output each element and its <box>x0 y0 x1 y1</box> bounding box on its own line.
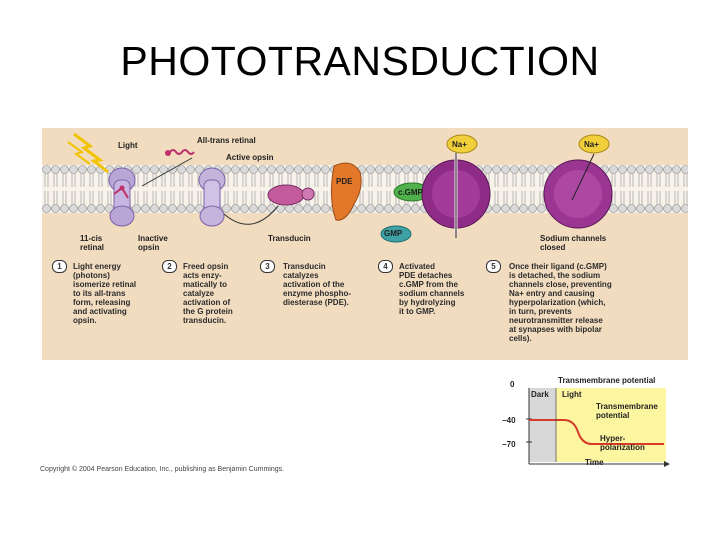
graph-dark-label: Dark <box>531 390 549 399</box>
transducin-protein <box>267 184 315 206</box>
label-transducin: Transducin <box>268 234 311 243</box>
graph-hyper-label: Hyper- polarization <box>600 434 645 452</box>
step-5-number: 5 <box>486 260 501 273</box>
label-na-right: Na+ <box>584 140 599 149</box>
step-1-number: 1 <box>52 260 67 273</box>
label-active-opsin: Active opsin <box>226 153 274 162</box>
step-3-number: 3 <box>260 260 275 273</box>
label-sodium-channels-closed: Sodium channels closed <box>540 234 607 252</box>
label-na-left: Na+ <box>452 140 467 149</box>
label-inactive-opsin: Inactive opsin <box>138 234 168 252</box>
sodium-ion-right <box>578 134 610 154</box>
graph-curve-label: Transmembrane potential <box>596 402 658 420</box>
graph-title: Transmembrane potential <box>558 376 656 385</box>
step-2-text: Freed opsin acts enzy- matically to cata… <box>183 262 233 325</box>
step-1-text: Light energy (photons) isomerize retinal… <box>73 262 137 325</box>
gmp-molecule <box>380 225 412 243</box>
copyright-text: Copyright © 2004 Pearson Education, Inc.… <box>40 466 285 473</box>
label-light: Light <box>118 141 138 150</box>
sodium-channel-closed <box>543 159 613 229</box>
active-opsin-protein <box>198 167 226 227</box>
label-pde: PDE <box>336 177 353 186</box>
inactive-opsin-protein <box>108 167 136 227</box>
transmembrane-potential-graph <box>526 388 670 467</box>
label-11-cis-retinal: 11-cis retinal <box>80 234 105 252</box>
label-cgmp: c.GMP <box>398 188 423 197</box>
step-4-text: Activated PDE detaches c.GMP from the so… <box>399 262 465 316</box>
step-4-number: 4 <box>378 260 393 273</box>
step-3-text: Transducin catalyzes activation of the e… <box>283 262 352 307</box>
sodium-ion-left <box>446 134 478 154</box>
step-5-text: Once their ligand (c.GMP) is detached, t… <box>509 262 612 343</box>
phototransduction-illustration <box>67 132 613 243</box>
graph-light-label: Light <box>562 390 582 399</box>
graph-ytick-70: −70 <box>502 440 516 449</box>
label-all-trans-retinal: All-trans retinal <box>197 136 256 145</box>
pde-enzyme <box>330 162 362 221</box>
label-gmp: GMP <box>384 229 403 238</box>
graph-x-label: Time <box>585 458 604 467</box>
page-title: PHOTOTRANSDUCTION <box>120 38 600 84</box>
graph-ytick-40: −40 <box>502 416 516 425</box>
light-bolt-icon <box>67 132 109 174</box>
all-trans-retinal-molecule <box>169 149 195 155</box>
potential-curve <box>529 419 664 445</box>
graph-ytick-0: 0 <box>510 380 515 389</box>
step-2-number: 2 <box>162 260 177 273</box>
